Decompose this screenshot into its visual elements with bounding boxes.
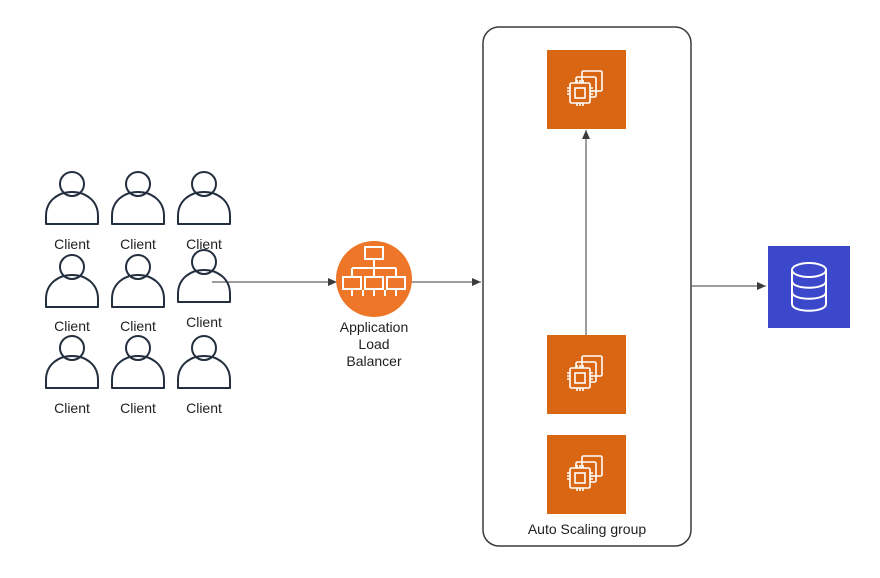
ec2-instance-icon[interactable] xyxy=(547,50,626,129)
client-icon[interactable] xyxy=(45,335,99,389)
client-icon[interactable] xyxy=(45,171,99,225)
client-icon[interactable] xyxy=(111,171,165,225)
load-balancer-label: Application Load Balancer xyxy=(324,319,424,370)
load-balancer-label-line: Balancer xyxy=(346,353,402,369)
client-icon[interactable] xyxy=(45,254,99,308)
client-label: Client xyxy=(186,400,222,416)
load-balancer-label-line: Load xyxy=(358,336,390,352)
database-icon[interactable] xyxy=(766,244,852,330)
client-label: Client xyxy=(120,236,156,252)
ec2-instance-icon[interactable] xyxy=(547,435,626,514)
client-icon[interactable] xyxy=(111,254,165,308)
auto-scaling-group-boundary[interactable] xyxy=(482,26,692,547)
client-label: Client xyxy=(186,314,222,330)
client-label: Client xyxy=(54,236,90,252)
client-label: Client xyxy=(54,318,90,334)
client-label: Client xyxy=(54,400,90,416)
client-label: Client xyxy=(120,318,156,334)
client-label: Client xyxy=(186,236,222,252)
client-label: Client xyxy=(120,400,156,416)
client-icon[interactable] xyxy=(177,335,231,389)
client-icon[interactable] xyxy=(177,171,231,225)
ec2-instance-icon[interactable] xyxy=(547,335,626,414)
load-balancer-icon[interactable] xyxy=(336,241,412,317)
auto-scaling-group-label: Auto Scaling group xyxy=(527,521,647,537)
client-icon[interactable] xyxy=(177,249,231,303)
client-icon[interactable] xyxy=(111,335,165,389)
load-balancer-label-line: Application xyxy=(339,319,409,335)
